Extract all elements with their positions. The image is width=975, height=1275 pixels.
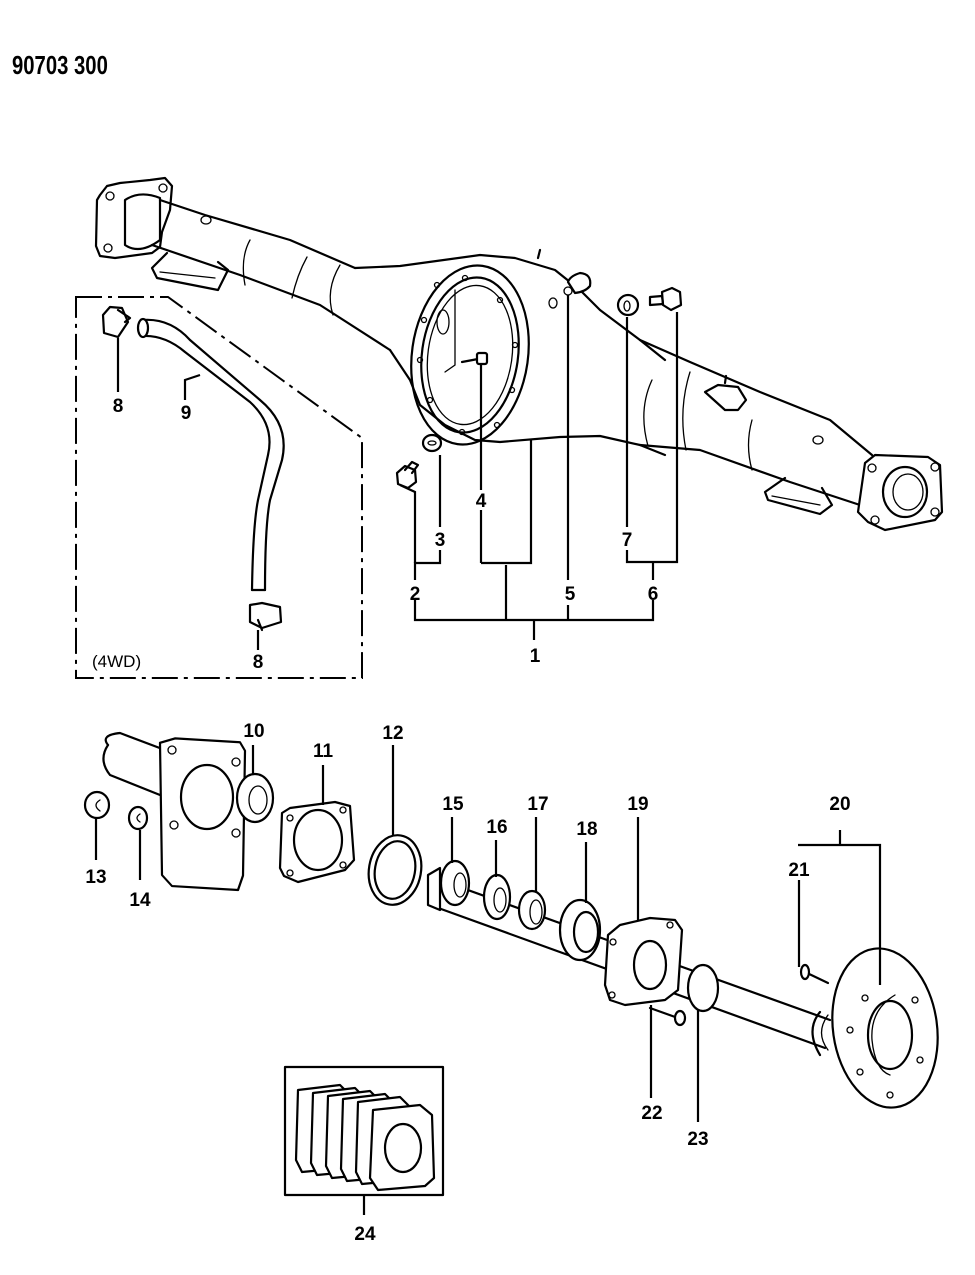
- callout-2: 2: [410, 584, 421, 605]
- callout-4: 4: [476, 491, 487, 512]
- drain-plug: [395, 460, 420, 490]
- callout-21: 21: [788, 860, 810, 881]
- ring-23: [686, 963, 720, 1013]
- callout-labels: 1 2 3 4 5 6 7 8 8 9 10 11 12 13 14 15 16…: [85, 396, 850, 1245]
- callout-14: 14: [129, 890, 151, 911]
- callout-12: 12: [382, 723, 403, 744]
- bolt-21: [799, 963, 830, 985]
- bolt-4: [460, 351, 489, 366]
- washer-14: [127, 805, 149, 831]
- leader-lines: [94, 295, 882, 1215]
- callout-9: 9: [181, 403, 192, 424]
- callout-16: 16: [486, 817, 507, 838]
- callout-19: 19: [627, 794, 648, 815]
- nut-13: [83, 790, 111, 820]
- callout-18: 18: [576, 819, 597, 840]
- gasket-7: [616, 293, 640, 317]
- callout-10: 10: [243, 721, 264, 742]
- gasket-11: [278, 800, 356, 884]
- bolt-22: [648, 1006, 687, 1027]
- callout-3: 3: [435, 530, 446, 551]
- shim-set-24: [283, 1065, 445, 1197]
- inset-label: (4WD): [92, 652, 141, 671]
- callout-8-bottom: 8: [253, 652, 264, 673]
- housing-end: [102, 731, 247, 892]
- callout-13: 13: [85, 867, 106, 888]
- filler-plug: [648, 286, 683, 312]
- callout-7: 7: [622, 530, 633, 551]
- axle-housing: [94, 176, 944, 532]
- bearing-case-19: [603, 916, 684, 1007]
- gear-15: [426, 859, 471, 912]
- callout-17: 17: [527, 794, 548, 815]
- oil-seal-10: [235, 772, 275, 824]
- ring-17: [517, 889, 547, 931]
- callout-1: 1: [530, 646, 541, 667]
- document-id: 90703 300: [12, 50, 108, 80]
- bearing-18: [558, 898, 602, 962]
- callout-15: 15: [442, 794, 464, 815]
- callout-22: 22: [641, 1103, 662, 1124]
- callout-6: 6: [648, 584, 659, 605]
- callout-24: 24: [354, 1224, 376, 1245]
- callout-8-top: 8: [113, 396, 124, 417]
- callout-5: 5: [565, 584, 576, 605]
- callout-20: 20: [829, 794, 850, 815]
- o-ring-12: [367, 834, 423, 906]
- 4wd-inset: (4WD): [75, 296, 363, 679]
- callout-23: 23: [687, 1129, 708, 1150]
- gasket-3: [421, 433, 443, 453]
- gear-16: [482, 873, 512, 921]
- callout-11: 11: [313, 741, 334, 762]
